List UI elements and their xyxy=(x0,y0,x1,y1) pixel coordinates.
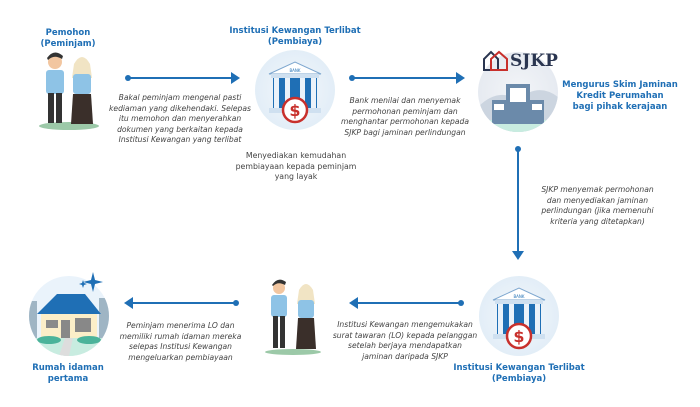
title-line: (Pembiaya) xyxy=(267,37,323,47)
sparkle-icon xyxy=(79,272,103,292)
arrow-apply xyxy=(125,72,240,84)
label-line: Kredit Perumahan xyxy=(576,91,664,101)
sjkp-logo-text: SJKP xyxy=(510,51,558,71)
desc-line: Institusi Kewangan mengemukakan xyxy=(337,320,473,329)
bank-icon: BANK $ xyxy=(479,276,559,356)
step-sjkp-description: SJKP menyemak permohonan dan menyediakan… xyxy=(530,185,665,227)
title-line: Institusi Kewangan Terlibat xyxy=(453,363,585,373)
title-line: pertama xyxy=(47,374,89,384)
arrow-sjkp-review xyxy=(512,146,524,260)
step-offer-description: Institusi Kewangan mengemukakan surat ta… xyxy=(330,320,480,362)
title-line: (Peminjam) xyxy=(40,39,96,49)
bank-top-title: Institusi Kewangan Terlibat (Pembiaya) xyxy=(220,26,370,48)
couple-illustration xyxy=(39,52,99,130)
desc-line: memiliki rumah idaman mereka xyxy=(119,331,242,341)
desc-line: selepas Institusi Kewangan xyxy=(129,342,232,351)
desc-line: dokumen yang berkaitan kepada xyxy=(117,124,243,134)
home-title: Rumah idaman pertama xyxy=(18,363,118,385)
desc-line: permohonan peminjam dan xyxy=(352,106,458,116)
desc-line: surat tawaran (LO) kepada pelanggan xyxy=(332,330,478,340)
bank-sign: BANK xyxy=(289,68,300,73)
sjkp-building-icon xyxy=(478,52,558,132)
label-line: bagi pihak kerajaan xyxy=(572,102,668,112)
desc-line: itu memohon dan menyerahkan xyxy=(118,114,242,123)
note-line: Menyediakan kemudahan xyxy=(245,151,347,160)
desc-line: dan menyediakan jaminan xyxy=(546,195,649,205)
title-line: Institusi Kewangan Terlibat xyxy=(229,26,361,36)
arrow-receive-home xyxy=(124,297,239,309)
desc-line: SJKP menyemak permohonan xyxy=(541,185,654,194)
applicant-title: Pemohon (Peminjam) xyxy=(18,28,118,50)
desc-line: Bakal peminjam mengenal pasti xyxy=(118,93,242,102)
sjkp-logo: SJKP xyxy=(482,48,560,74)
bank-icon: BANK $ xyxy=(255,50,335,130)
dollar-icon: $ xyxy=(513,327,524,346)
desc-line: setelah berjaya mendapatkan xyxy=(348,341,462,350)
desc-line: Peminjam menerima LO dan xyxy=(126,321,235,330)
desc-line: mengeluarkan pembiayaan xyxy=(128,352,233,362)
title-line: Rumah idaman xyxy=(32,363,104,373)
bank-sign: BANK xyxy=(513,294,524,299)
desc-line: SJKP bagi jaminan perlindungan xyxy=(344,127,466,137)
title-line: (Pembiaya) xyxy=(491,374,547,384)
bank-top-note: Menyediakan kemudahan pembiayaan kepada … xyxy=(225,151,367,183)
note-line: yang layak xyxy=(274,172,318,181)
sjkp-label: Mengurus Skim Jaminan Kredit Perumahan b… xyxy=(560,80,680,113)
step-submit-description: Bank menilai dan menyemak permohonan pem… xyxy=(335,96,475,138)
desc-line: perlindungan (jika memenuhi xyxy=(541,206,654,215)
arrow-offer-letter xyxy=(349,297,464,309)
bank-bottom-title: Institusi Kewangan Terlibat (Pembiaya) xyxy=(444,363,594,385)
desc-line: kriteria yang ditetapkan) xyxy=(550,216,645,226)
desc-line: kediaman yang dikehendaki. Selepas xyxy=(109,103,251,113)
note-line: pembiayaan kepada peminjam xyxy=(235,161,357,171)
couple-illustration xyxy=(265,279,321,355)
step-home-description: Peminjam menerima LO dan memiliki rumah … xyxy=(108,321,253,363)
desc-line: Institusi Kewangan yang terlibat xyxy=(118,135,242,144)
desc-line: menghantar permohonan kepada xyxy=(341,117,469,126)
arrow-submit-sjkp xyxy=(349,72,465,84)
dollar-icon: $ xyxy=(289,101,300,120)
label-line: Mengurus Skim Jaminan xyxy=(562,80,678,90)
desc-line: Bank menilai dan menyemak xyxy=(349,96,461,105)
title-line: Pemohon xyxy=(45,28,91,38)
desc-line: jaminan daripada SJKP xyxy=(362,351,448,361)
step-apply-description: Bakal peminjam mengenal pasti kediaman y… xyxy=(105,93,255,146)
